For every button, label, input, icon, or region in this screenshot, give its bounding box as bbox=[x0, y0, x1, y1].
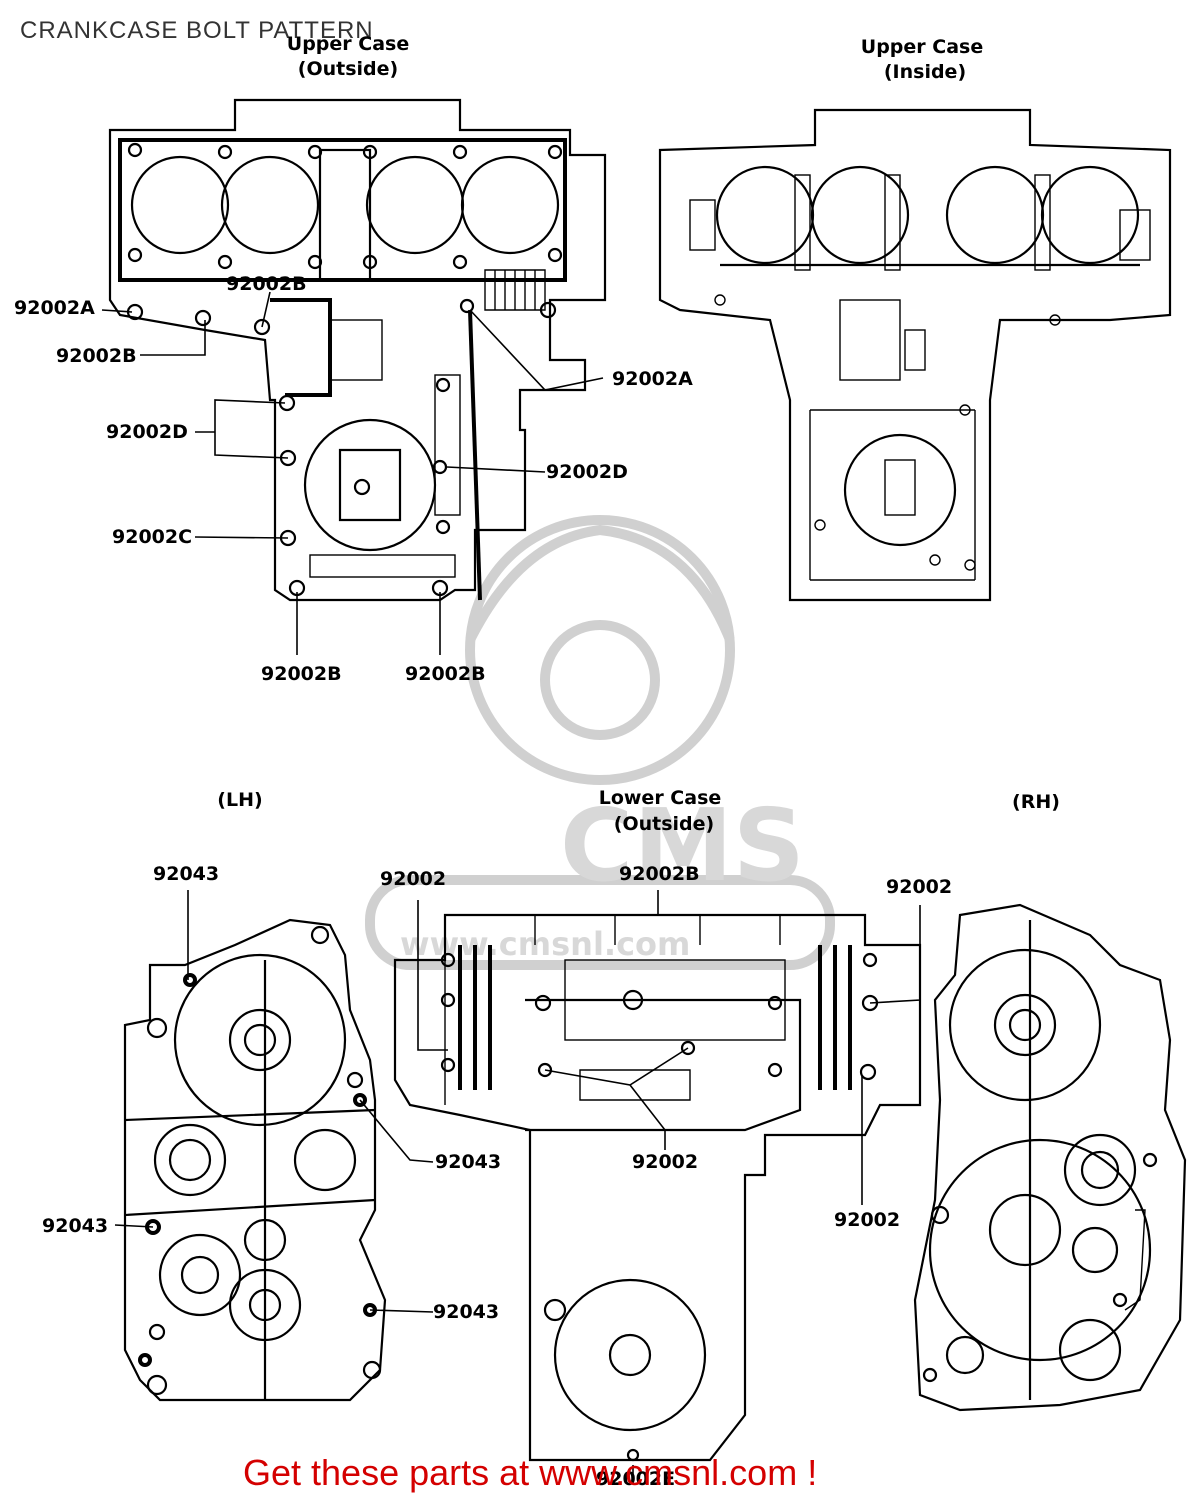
callout-uo-92002D-right: 92002D bbox=[546, 461, 628, 483]
lower-case-outside-leaders bbox=[417, 890, 921, 1480]
upper-inside-header-line2: (Inside) bbox=[884, 61, 966, 83]
callout-uo-92002B-bottom2: 92002B bbox=[405, 663, 486, 685]
upper-case-inside-drawing bbox=[658, 108, 1172, 602]
callout-uo-92002C: 92002C bbox=[112, 526, 192, 548]
lower-outside-header-line1: Lower Case bbox=[599, 787, 722, 809]
callout-uo-92002B-bottom1: 92002B bbox=[261, 663, 342, 685]
page-title: CRANKCASE BOLT PATTERN bbox=[20, 17, 374, 44]
upper-case-outside-drawing bbox=[108, 98, 607, 602]
view-header-lower-outside: Lower Case (Outside) bbox=[599, 787, 722, 835]
upper-outside-header-line2: (Outside) bbox=[298, 58, 398, 80]
callout-lo-92002E: 92002E bbox=[596, 1468, 675, 1490]
callout-lo-92002-right: 92002 bbox=[886, 876, 952, 898]
rh-header: (RH) bbox=[1012, 791, 1060, 813]
lh-case-drawing bbox=[123, 918, 387, 1402]
callout-lo-92002-lowright: 92002 bbox=[834, 1209, 900, 1231]
callout-uo-92002A-right: 92002A bbox=[612, 368, 693, 390]
callout-uo-92002D-left: 92002D bbox=[106, 421, 188, 443]
rh-case-drawing bbox=[913, 903, 1187, 1412]
lower-case-outside-drawing bbox=[393, 913, 922, 1462]
callout-lo-92002-center: 92002 bbox=[632, 1151, 698, 1173]
lh-case-leaders bbox=[114, 890, 434, 1313]
callout-lo-92002-left: 92002 bbox=[380, 868, 446, 890]
callout-lo-92002B-top: 92002B bbox=[619, 863, 700, 885]
callout-uo-92002B-top: 92002B bbox=[226, 273, 307, 295]
upper-case-outside-leaders bbox=[101, 291, 604, 655]
callout-uo-92002B-left: 92002B bbox=[56, 345, 137, 367]
watermark-url: www.cmsnl.com bbox=[400, 925, 690, 963]
view-header-upper-inside: Upper Case (Inside) bbox=[861, 36, 983, 83]
upper-outside-header-line1: Upper Case bbox=[287, 33, 409, 55]
cms-watermark: CMS www.cmsnl.com bbox=[365, 515, 835, 970]
callout-lh-92043-top: 92043 bbox=[153, 863, 219, 885]
watermark-brand: CMS bbox=[560, 787, 805, 904]
callout-lh-92043-left: 92043 bbox=[42, 1215, 108, 1237]
upper-inside-header-line1: Upper Case bbox=[861, 36, 983, 58]
lower-outside-header-line2: (Outside) bbox=[614, 813, 714, 835]
lh-header: (LH) bbox=[217, 789, 262, 811]
callout-uo-92002A-left: 92002A bbox=[14, 297, 95, 319]
callout-lh-92043-low: 92043 bbox=[433, 1301, 499, 1323]
callout-lh-92043-mid: 92043 bbox=[435, 1151, 501, 1173]
footer-promo-link[interactable]: Get these parts at www.cmsnl.com ! bbox=[243, 1452, 817, 1493]
view-header-upper-outside: Upper Case (Outside) bbox=[287, 33, 409, 80]
